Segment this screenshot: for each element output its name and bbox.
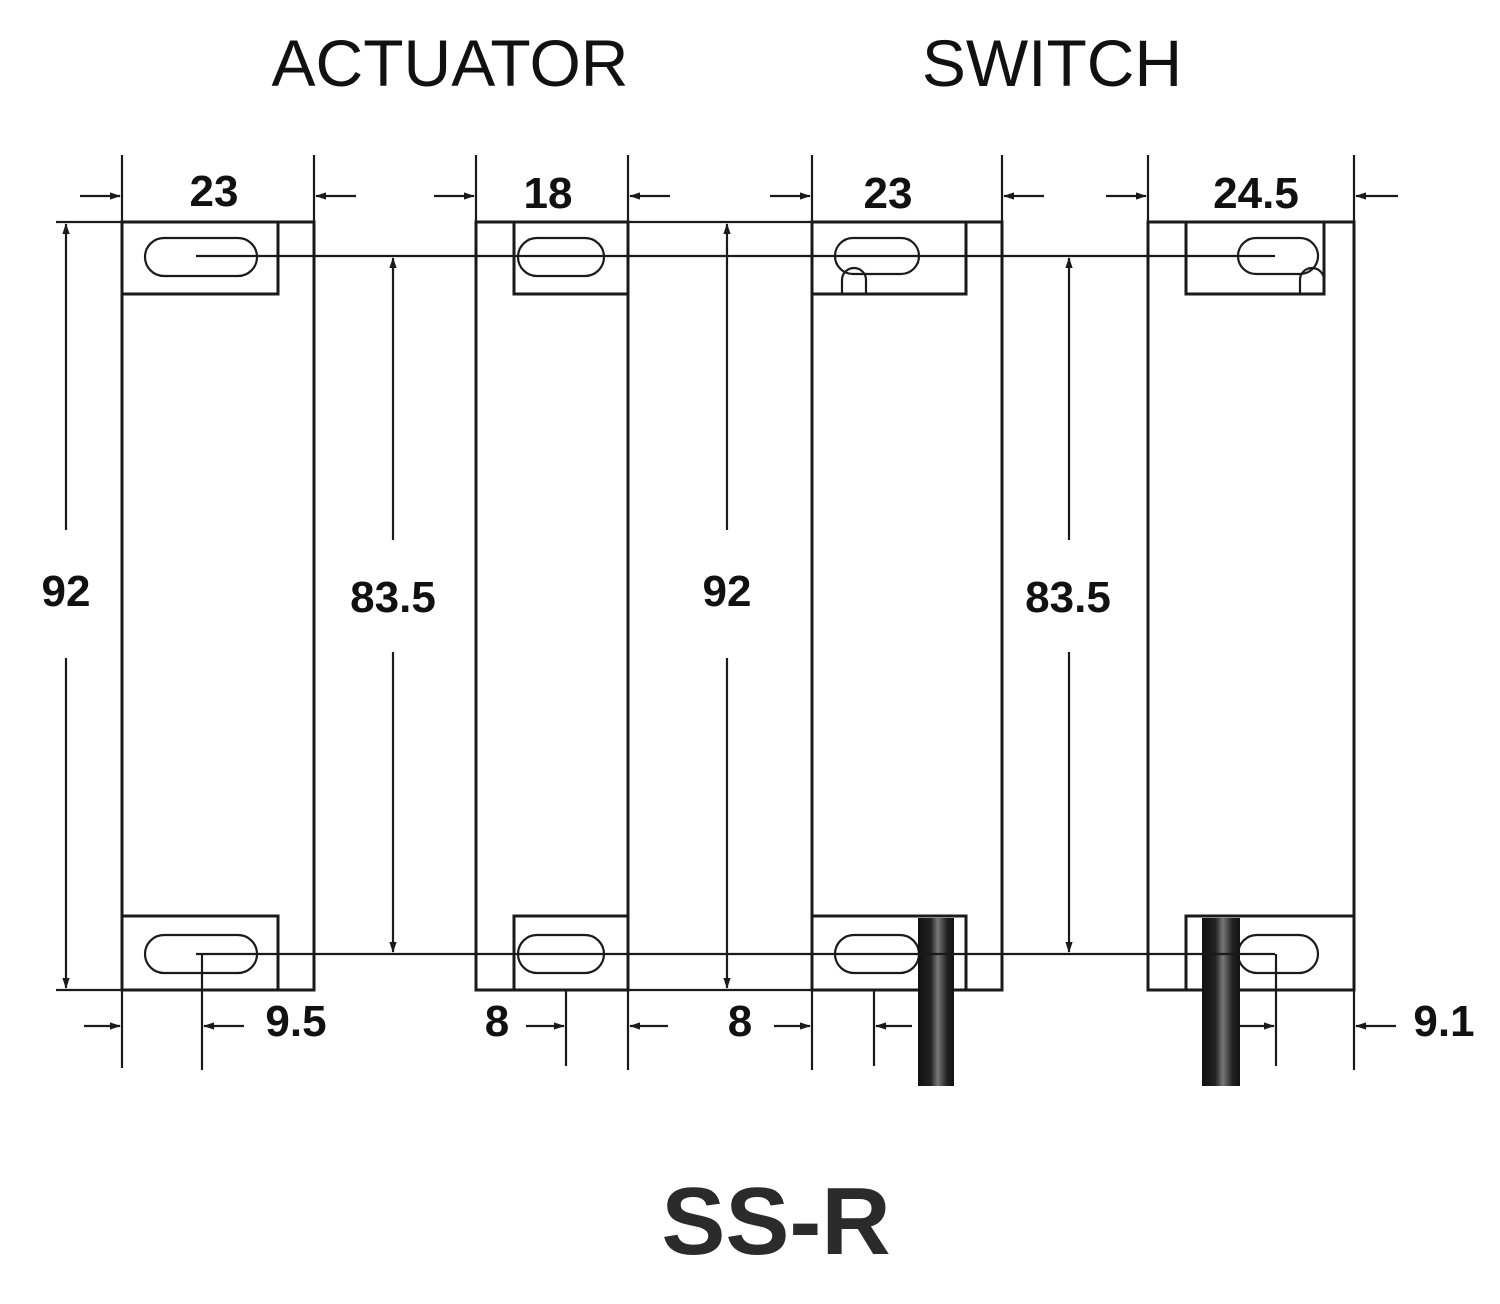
switch-front-view (810, 220, 1004, 992)
switch-front-cable (918, 918, 954, 1086)
vertical-dimension-arrows (62, 223, 1073, 989)
actuator-side-view (474, 220, 630, 992)
switch-side-view (1146, 220, 1356, 992)
dim-actuator-side-hole-offset: 8 (485, 997, 509, 1046)
model-title: SS-R (661, 1168, 890, 1275)
dim-actuator-front-width: 23 (190, 167, 239, 216)
hole-centre-lines (196, 220, 1275, 992)
dim-switch-front-width: 23 (864, 169, 913, 218)
dim-switch-side-hole-offset: 9.1 (1413, 997, 1474, 1046)
dim-switch-hole-spacing: 83.5 (1025, 573, 1111, 622)
actuator-front-view (120, 220, 316, 992)
dim-actuator-front-hole-offset: 9.5 (265, 997, 326, 1046)
extension-lines (56, 155, 1356, 1070)
switch-heading: SWITCH (922, 26, 1182, 100)
dim-actuator-side-width: 18 (524, 169, 573, 218)
switch-side-cable (1202, 918, 1240, 1086)
dim-actuator-hole-spacing: 83.5 (350, 573, 436, 622)
dim-switch-height: 92 (703, 567, 752, 616)
dim-switch-side-width: 24.5 (1213, 169, 1299, 218)
dim-switch-front-hole-offset: 8 (728, 997, 752, 1046)
actuator-heading: ACTUATOR (272, 26, 629, 100)
dim-actuator-height: 92 (42, 567, 91, 616)
